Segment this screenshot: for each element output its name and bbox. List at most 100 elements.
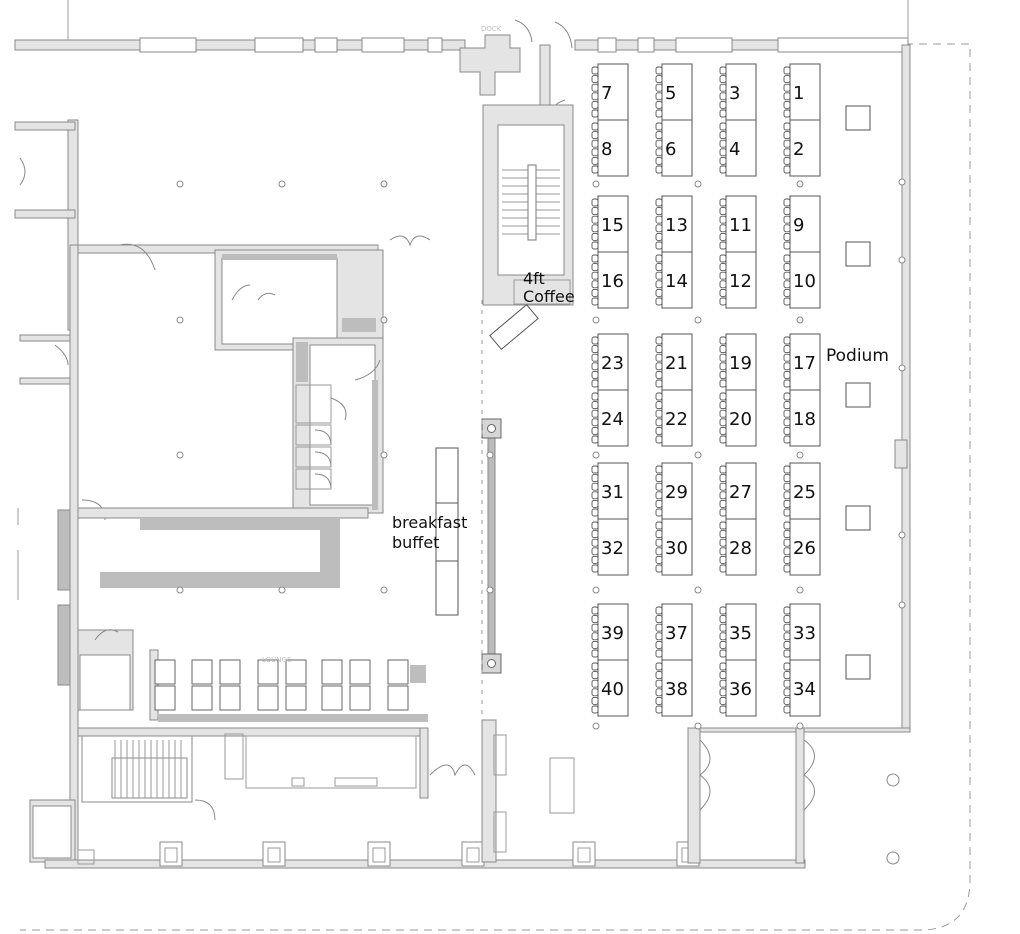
chair: [591, 538, 599, 547]
chair: [591, 297, 599, 306]
chair: [655, 165, 663, 174]
chair: [655, 336, 663, 345]
table-number: 19: [729, 353, 752, 374]
chair: [591, 131, 599, 140]
chair: [591, 100, 599, 109]
table-17: 17: [783, 333, 821, 391]
table-number: 34: [793, 679, 816, 700]
chair: [783, 662, 791, 671]
chair: [591, 632, 599, 641]
table-7: 7: [591, 63, 629, 121]
table-32: 32: [591, 518, 629, 576]
chair: [655, 530, 663, 539]
table-3: 3: [719, 63, 757, 121]
chair: [655, 418, 663, 427]
chair: [655, 254, 663, 263]
chair: [591, 705, 599, 714]
chair: [719, 555, 727, 564]
table-top: [725, 603, 757, 661]
table-33: 33: [783, 603, 821, 661]
chair: [591, 679, 599, 688]
chair: [655, 198, 663, 207]
chair: [783, 623, 791, 632]
table-36: 36: [719, 659, 757, 717]
table-19: 19: [719, 333, 757, 391]
table-number: 8: [601, 139, 612, 160]
chair: [655, 649, 663, 658]
screens: [845, 105, 871, 680]
chair: [655, 491, 663, 500]
chair: [591, 156, 599, 165]
chair: [783, 75, 791, 84]
chair: [655, 499, 663, 508]
chair: [719, 345, 727, 354]
chair: [783, 92, 791, 101]
chair: [655, 271, 663, 280]
chair: [591, 353, 599, 362]
chair: [719, 508, 727, 517]
chair: [655, 280, 663, 289]
chair: [655, 547, 663, 556]
chair: [591, 521, 599, 530]
table-24: 24: [591, 389, 629, 447]
chair: [783, 508, 791, 517]
chair: [783, 705, 791, 714]
chair: [783, 491, 791, 500]
chair: [783, 148, 791, 157]
chair: [783, 547, 791, 556]
chair: [591, 198, 599, 207]
chair: [591, 606, 599, 615]
chair: [719, 100, 727, 109]
chair: [591, 696, 599, 705]
table-25: 25: [783, 462, 821, 520]
chair: [591, 615, 599, 624]
table-top: [597, 119, 629, 177]
buffet-label-line1: breakfast: [392, 513, 467, 532]
chair: [591, 418, 599, 427]
table-top: [597, 63, 629, 121]
chair: [783, 280, 791, 289]
chair: [655, 640, 663, 649]
table-37: 37: [655, 603, 693, 661]
table-top: [725, 333, 757, 391]
chair: [591, 207, 599, 216]
table-number: 36: [729, 679, 752, 700]
chair: [591, 508, 599, 517]
chair: [655, 353, 663, 362]
chair: [655, 75, 663, 84]
chair: [591, 474, 599, 483]
chair: [655, 288, 663, 297]
table-39: 39: [591, 603, 629, 661]
chair: [591, 254, 599, 263]
chair: [783, 426, 791, 435]
table-number: 18: [793, 409, 816, 430]
table-5: 5: [655, 63, 693, 121]
table-number: 10: [793, 271, 816, 292]
table-top: [597, 603, 629, 661]
chair: [719, 632, 727, 641]
chair: [719, 499, 727, 508]
chair: [591, 530, 599, 539]
chair: [719, 688, 727, 697]
table-number: 16: [601, 271, 624, 292]
table-top: [789, 195, 821, 253]
table-10: 10: [783, 251, 821, 309]
chair: [655, 482, 663, 491]
chair: [783, 66, 791, 75]
table-number: 24: [601, 409, 624, 430]
chair: [591, 122, 599, 131]
chair: [719, 521, 727, 530]
chair: [783, 499, 791, 508]
table-number: 22: [665, 409, 688, 430]
chair: [591, 392, 599, 401]
chair: [783, 696, 791, 705]
table-number: 6: [665, 139, 676, 160]
chair: [783, 198, 791, 207]
table-number: 40: [601, 679, 624, 700]
chair: [783, 474, 791, 483]
table-top: [789, 518, 821, 576]
table-top: [661, 251, 693, 309]
chair: [591, 547, 599, 556]
table-16: 16: [591, 251, 629, 309]
chair: [719, 241, 727, 250]
